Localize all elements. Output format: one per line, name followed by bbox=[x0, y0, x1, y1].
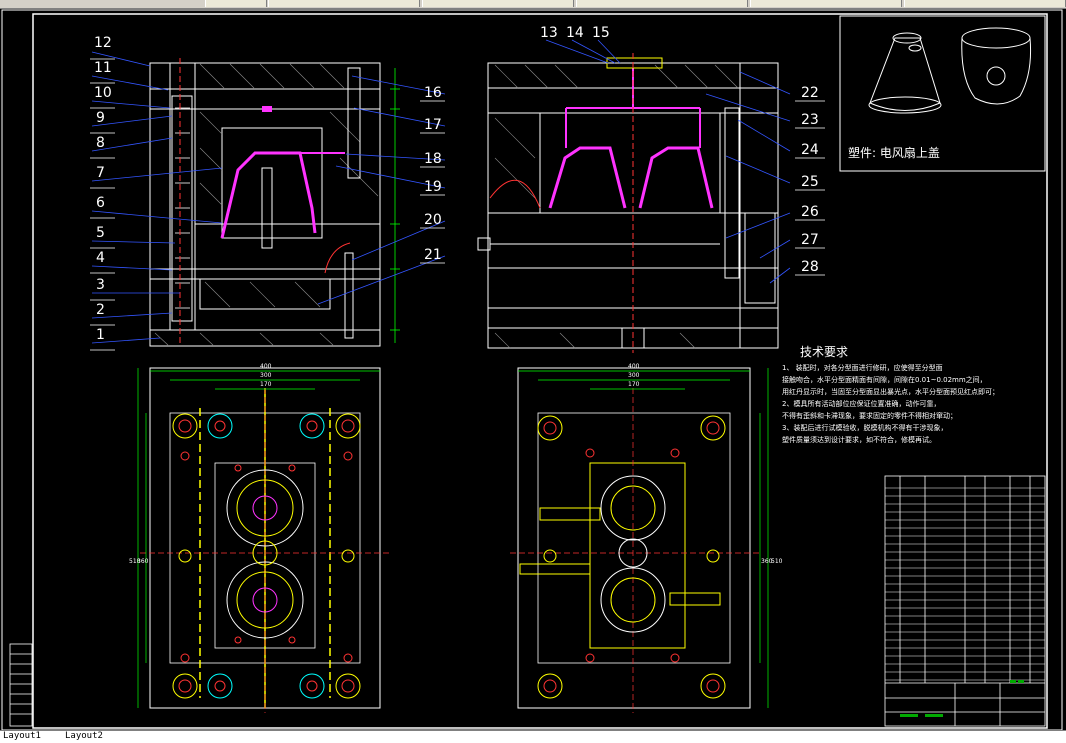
toolbar-button[interactable] bbox=[205, 0, 267, 7]
callout-27: 27 bbox=[801, 232, 819, 248]
callout-20: 20 bbox=[424, 212, 442, 228]
callout-10: 10 bbox=[94, 85, 112, 101]
tech-lines: 1、 装配时，对各分型面进行修研，应使得至分型面 接触吻合，水平分型面精面有间隙… bbox=[782, 363, 999, 444]
svg-text:不得有歪斜和卡滞现象，要求固定的零件不得相对窜动；: 不得有歪斜和卡滞现象，要求固定的零件不得相对窜动； bbox=[782, 411, 957, 420]
drawing-canvas[interactable]: 技术要求 1、 装配时，对各分型面进行修研，应使得至分型面 接触吻合，水平分型面… bbox=[0, 8, 1066, 730]
callout-28: 28 bbox=[801, 259, 819, 275]
svg-text:2、模具所有活动部位应保证位置准确，动作可靠，: 2、模具所有活动部位应保证位置准确，动作可靠， bbox=[782, 399, 940, 408]
ejector-curve-left bbox=[324, 242, 351, 274]
frame-border bbox=[32, 13, 1048, 729]
svg-text:3、装配后进行试模验收，脱模机构不得有干涉现象，: 3、装配后进行试模验收，脱模机构不得有干涉现象， bbox=[782, 423, 947, 432]
dims-left-plan bbox=[137, 368, 380, 708]
callout-7: 7 bbox=[96, 165, 105, 181]
callout-9: 9 bbox=[96, 110, 105, 126]
tech-title: 技术要求 bbox=[800, 345, 848, 359]
svg-text:塑件质量须达到设计要求，如不符合，修模再试。: 塑件质量须达到设计要求，如不符合，修模再试。 bbox=[782, 435, 936, 444]
svg-text:用红丹显示时，当固至分型面显出暴光点，水平分型面预见红点即可: 用红丹显示时，当固至分型面显出暴光点，水平分型面预见红点即可； bbox=[782, 387, 999, 396]
callout-1: 1 bbox=[96, 327, 105, 343]
svg-text:300: 300 bbox=[628, 372, 640, 379]
part-section-right bbox=[548, 146, 714, 209]
part-label: 塑件: 电风扇上盖 bbox=[848, 146, 940, 160]
toolbar-field[interactable] bbox=[750, 0, 902, 7]
callout-3: 3 bbox=[96, 277, 105, 293]
svg-text:400: 400 bbox=[628, 363, 640, 370]
svg-text:360: 360 bbox=[761, 558, 773, 565]
mini-title-box bbox=[9, 643, 33, 727]
dim-chain-left bbox=[390, 68, 400, 343]
dims-right-plan bbox=[518, 368, 769, 708]
callout-5: 5 bbox=[96, 225, 105, 241]
bolt-holes-left bbox=[172, 413, 361, 699]
left-plan-view bbox=[140, 367, 390, 713]
callout-21: 21 bbox=[424, 247, 442, 263]
leader-lines bbox=[91, 39, 791, 344]
callout-23: 23 bbox=[801, 112, 819, 128]
svg-text:360: 360 bbox=[137, 558, 149, 565]
callout-22: 22 bbox=[801, 85, 819, 101]
right-plan-view bbox=[510, 367, 760, 713]
bom-rows bbox=[885, 487, 1045, 681]
sheet-border bbox=[1, 9, 1063, 730]
callout-13: 13 bbox=[540, 25, 558, 41]
callout-12: 12 bbox=[94, 35, 112, 51]
right-section-view bbox=[477, 62, 779, 349]
callout-2: 2 bbox=[96, 302, 105, 318]
callout-6: 6 bbox=[96, 195, 105, 211]
callout-24: 24 bbox=[801, 142, 819, 158]
svg-text:400: 400 bbox=[260, 363, 272, 370]
toolbar-field[interactable] bbox=[268, 0, 420, 7]
callout-17: 17 bbox=[424, 117, 442, 133]
part-section-left bbox=[220, 151, 317, 239]
dim-labels: 400 300 170 400 300 170 510 360 510 360 bbox=[129, 363, 783, 565]
toolbar-field[interactable] bbox=[422, 0, 574, 7]
svg-text:170: 170 bbox=[628, 381, 640, 388]
callout-8: 8 bbox=[96, 135, 105, 151]
svg-text:510: 510 bbox=[771, 558, 783, 565]
svg-text:300: 300 bbox=[260, 372, 272, 379]
callout-18: 18 bbox=[424, 151, 442, 167]
callout-25: 25 bbox=[801, 174, 819, 190]
bom-table bbox=[884, 475, 1046, 727]
bolt-holes-right bbox=[537, 415, 726, 699]
callout-underlines bbox=[90, 58, 825, 351]
svg-text:1、 装配时，对各分型面进行修研，应使得至分型面: 1、 装配时，对各分型面进行修研，应使得至分型面 bbox=[782, 363, 943, 372]
toolbar-field[interactable] bbox=[904, 0, 1066, 7]
callout-26: 26 bbox=[801, 204, 819, 220]
callout-4: 4 bbox=[96, 250, 105, 266]
callout-15: 15 bbox=[592, 25, 610, 41]
tab-layout1[interactable]: Layout1 bbox=[3, 731, 41, 741]
callout-19: 19 bbox=[424, 179, 442, 195]
svg-text:170: 170 bbox=[260, 381, 272, 388]
svg-text:接触吻合，水平分型面精面有间隙，间隙在0.01~0.02mm: 接触吻合，水平分型面精面有间隙，间隙在0.01~0.02mm之间， bbox=[782, 375, 987, 384]
toolbar bbox=[0, 0, 1066, 9]
svg-text:510: 510 bbox=[129, 558, 141, 565]
bom-green-cells bbox=[900, 680, 1024, 717]
sprue-left bbox=[262, 106, 272, 112]
ejector-curve-right bbox=[489, 179, 541, 209]
callout-14: 14 bbox=[566, 25, 584, 41]
layout-tabs: Layout1 Layout2 bbox=[0, 730, 1066, 743]
part-preview bbox=[839, 15, 1046, 172]
callout-11: 11 bbox=[94, 60, 112, 76]
tab-layout2[interactable]: Layout2 bbox=[65, 731, 103, 741]
toolbar-field[interactable] bbox=[576, 0, 748, 7]
left-section-view bbox=[149, 62, 381, 347]
callout-16: 16 bbox=[424, 85, 442, 101]
